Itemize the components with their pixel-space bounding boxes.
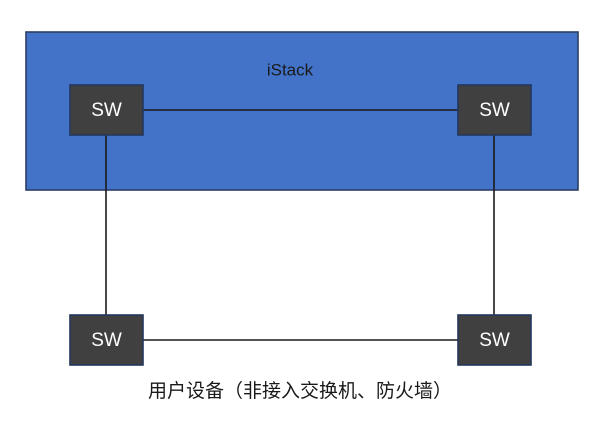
node-sw-top-right[interactable]: SW (457, 84, 532, 136)
link-group (105, 109, 495, 341)
diagram-caption: 用户设备（非接入交换机、防火墙） (148, 380, 452, 402)
istack-zone-label: iStack (267, 60, 314, 79)
node-rect[interactable] (69, 84, 144, 136)
node-label: SW (479, 100, 510, 121)
node-group: SW SW SW SW (69, 84, 532, 366)
node-rect[interactable] (457, 84, 532, 136)
node-label: SW (91, 100, 122, 121)
node-sw-bottom-left[interactable]: SW (69, 314, 144, 366)
node-sw-top-left[interactable]: SW (69, 84, 144, 136)
node-rect[interactable] (457, 314, 532, 366)
node-rect[interactable] (69, 314, 144, 366)
node-sw-bottom-right[interactable]: SW (457, 314, 532, 366)
node-label: SW (479, 330, 510, 351)
node-label: SW (91, 330, 122, 351)
